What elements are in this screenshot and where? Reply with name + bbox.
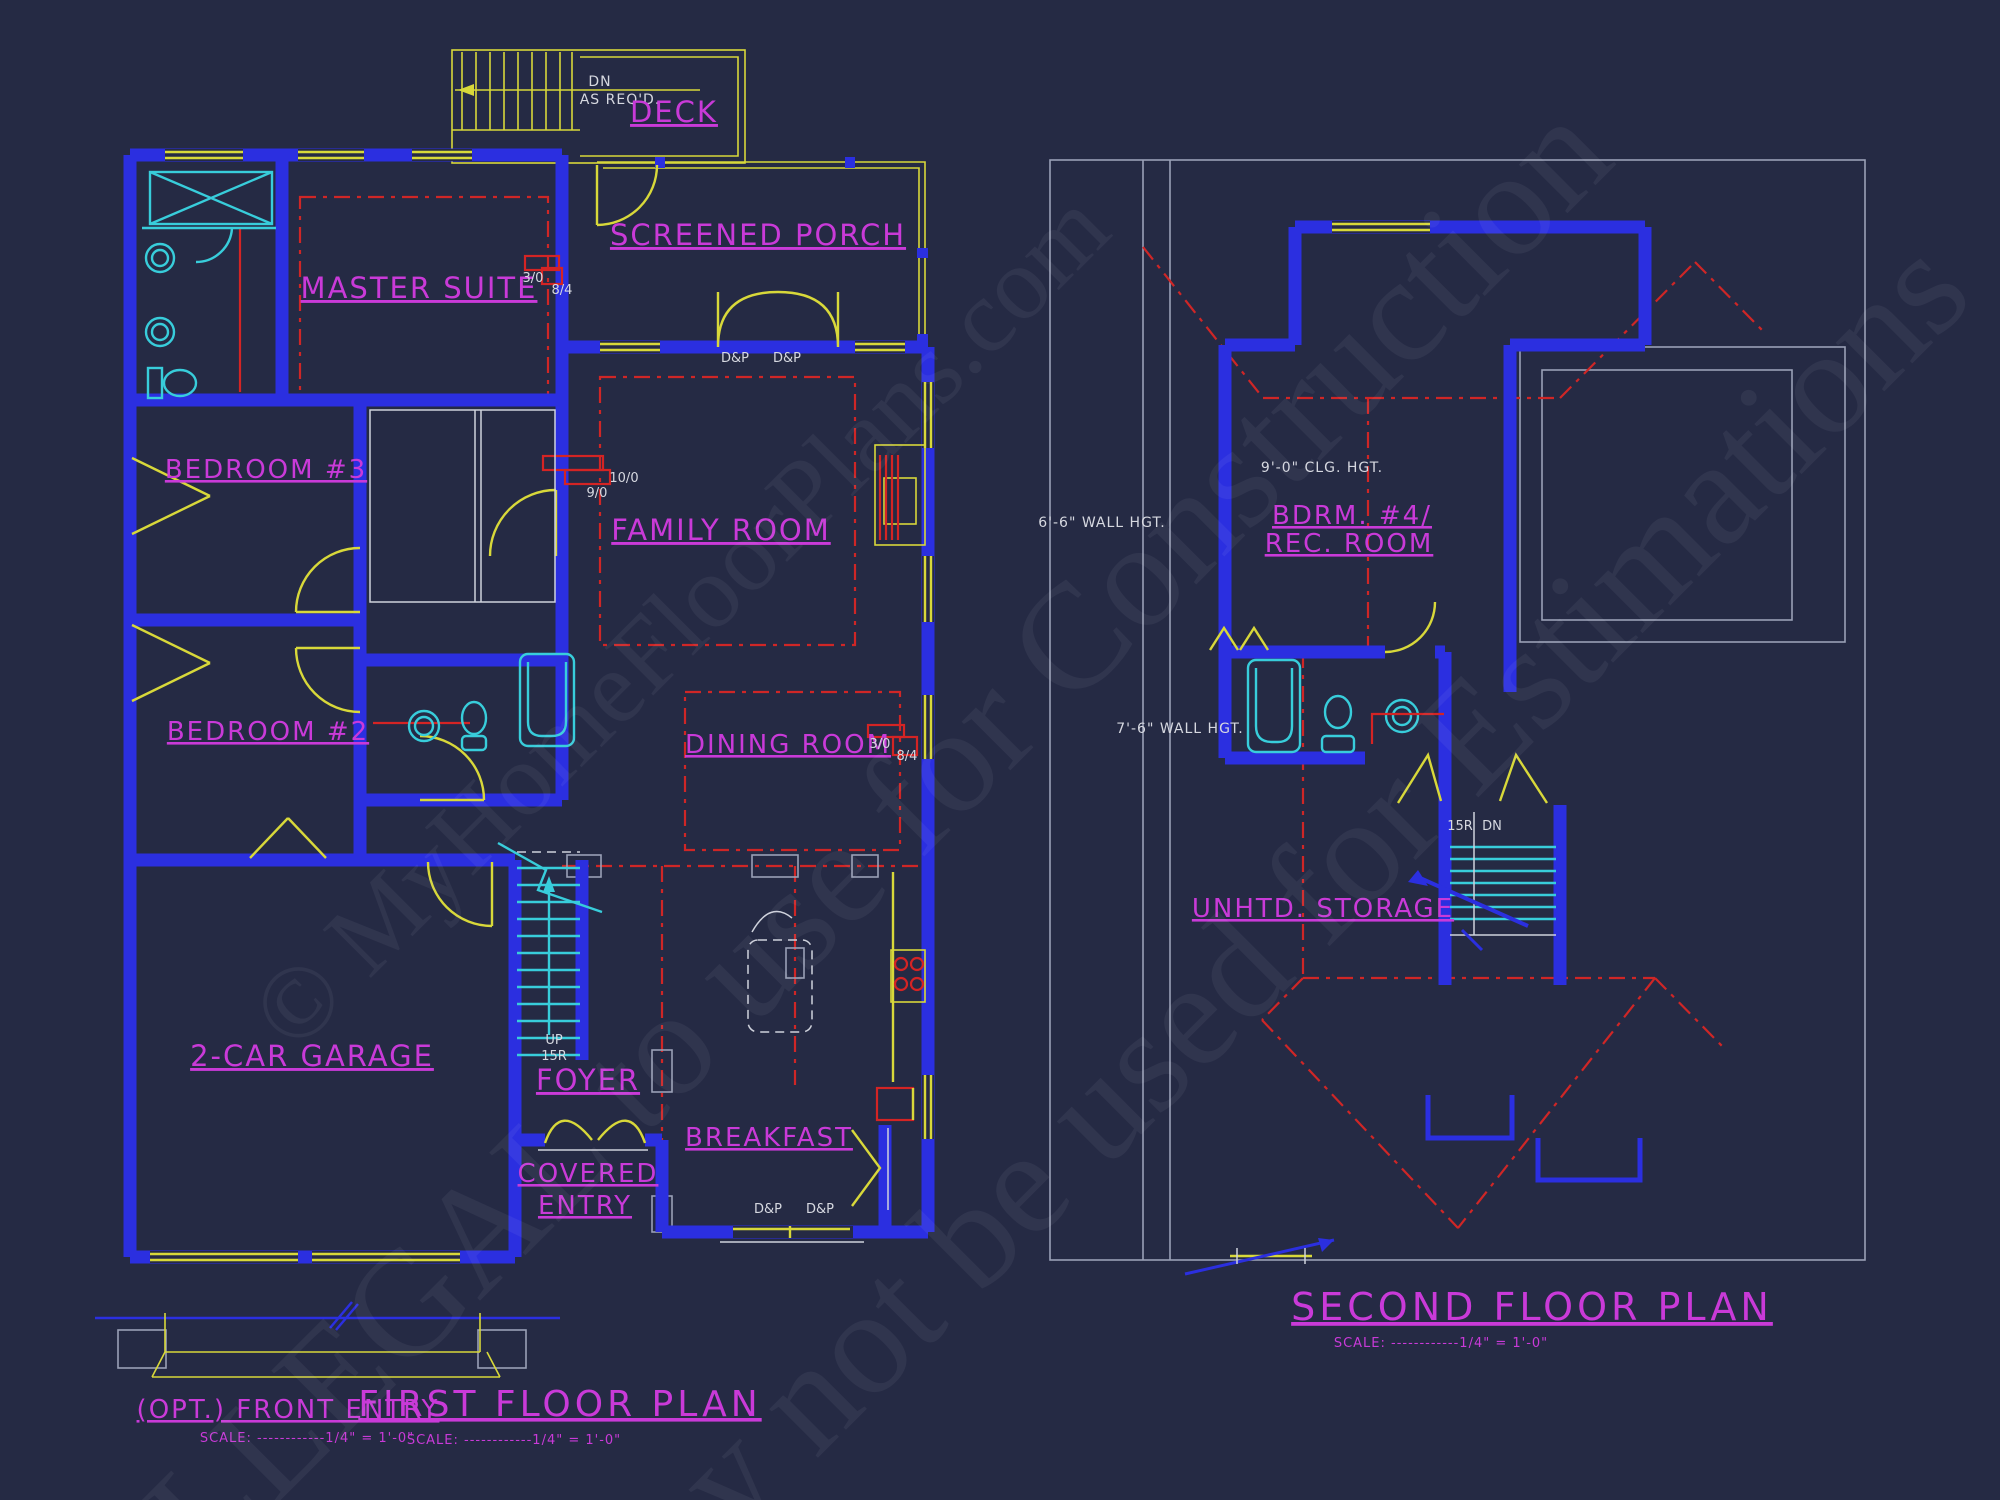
first-floor-title: FIRST FLOOR PLAN [358, 1384, 761, 1425]
deck-as-reqd-note: AS REQ'D. [580, 92, 661, 108]
front-entry-scale: SCALE: ------------1/4" = 1'-0" [200, 1431, 414, 1446]
clg-hgt-note: 9'-0" CLG. HGT. [1261, 460, 1383, 476]
door-size-10-0: 10/0 [609, 471, 638, 486]
stairs-up-note: UP [545, 1033, 563, 1048]
deck-dn-note: DN [588, 74, 611, 90]
deck-stairs [451, 49, 746, 164]
door-headers [523, 254, 919, 1122]
screened-porch-walls [597, 157, 928, 345]
fireplace [874, 444, 926, 546]
room-label-bdrm4-2: REC. ROOM [1265, 529, 1434, 559]
second-floor-bath [1246, 658, 1444, 754]
second-floor-doors [1208, 601, 1549, 804]
wall-hgt-note-a: 6'-6" WALL HGT. [1038, 515, 1166, 531]
second-floor-stairs [1408, 812, 1556, 952]
room-label-bedroom2: BEDROOM #2 [167, 717, 369, 747]
second-floor-title: SECOND FLOOR PLAN [1291, 1285, 1773, 1329]
second-floor-scale: SCALE: ------------1/4" = 1'-0" [1334, 1336, 1548, 1351]
stairs2-dn-note: DN [1482, 819, 1502, 834]
roof-dash-lines [1142, 246, 1763, 1229]
interior-stairs [497, 841, 603, 1057]
room-label-covered-entry-2: ENTRY [538, 1191, 632, 1221]
windows [131, 149, 934, 1263]
stairs2-15r-note: 15R [1447, 819, 1473, 834]
front-entry-title: (OPT.) FRONT ENTRY [137, 1395, 440, 1425]
dp-note-2: D&P [773, 351, 801, 366]
room-label-bedroom3: BEDROOM #3 [165, 455, 367, 485]
room-label-foyer: FOYER [536, 1063, 640, 1097]
second-floor-roof-outline [1049, 159, 1866, 1261]
stairs-15r-note: 15R [541, 1049, 567, 1064]
front-entry-detail [95, 1301, 560, 1378]
room-label-screened-porch: SCREENED PORCH [610, 218, 906, 252]
room-label-garage: 2-CAR GARAGE [190, 1039, 434, 1073]
roof-steps [1184, 1095, 1643, 1276]
wall-hgt-note-b: 7'-6" WALL HGT. [1116, 721, 1244, 737]
first-floor-scale: SCALE: ------------1/4" = 1'-0" [407, 1433, 621, 1448]
door-size-9-0: 9/0 [587, 486, 608, 501]
second-floor-window [1326, 221, 1436, 233]
door-size-3-0-b: 3/0 [870, 737, 891, 752]
dp-note-1: D&P [721, 351, 749, 366]
room-label-master-suite: MASTER SUITE [301, 271, 538, 305]
hall-bath-fixtures [407, 652, 576, 752]
door-size-3-0-a: 3/0 [523, 271, 544, 286]
kitchen [747, 872, 926, 1120]
room-label-bdrm4-1: BDRM. #4/ [1272, 501, 1432, 531]
room-label-deck: DECK [630, 95, 718, 129]
room-label-family-room: FAMILY ROOM [611, 513, 831, 547]
deck-stair-arrow [458, 84, 474, 96]
dp-note-4: D&P [806, 1202, 834, 1217]
master-bath-fixtures [142, 170, 276, 400]
door-size-8-4-a: 8/4 [552, 283, 573, 298]
dp-note-3: D&P [754, 1202, 782, 1217]
room-label-dining-room: DINING ROOM [685, 730, 891, 760]
room-label-covered-entry-1: COVERED [518, 1159, 659, 1189]
room-label-breakfast: BREAKFAST [685, 1123, 853, 1153]
closet [369, 409, 556, 603]
doors [294, 164, 889, 1210]
room-label-unhtd-storage: UNHTD. STORAGE [1192, 894, 1454, 924]
door-size-8-4-b: 8/4 [897, 749, 918, 764]
